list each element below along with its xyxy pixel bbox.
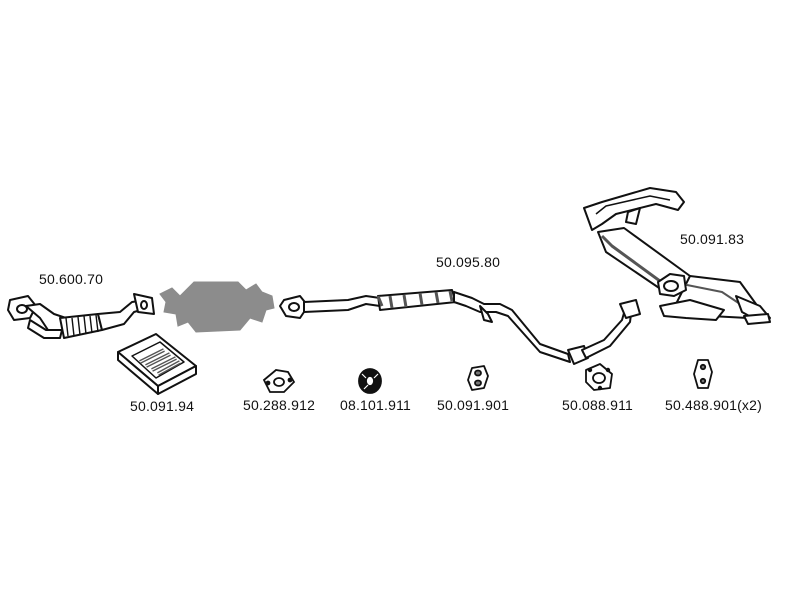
middle-silencer-part-number: 50.095.80 [436, 254, 501, 270]
front-pipe-part-number: 50.600.70 [39, 271, 104, 287]
hanger-rubber-part-number: 50.091.901 [437, 397, 510, 413]
rubber-mount-part-number: 08.101.911 [340, 397, 412, 413]
rear-silencer-part-number: 50.091.83 [680, 231, 745, 247]
flange-gasket-part-number: 50.088.911 [562, 397, 634, 413]
rubber-strap-part-number: 50.488.901(x2) [665, 397, 762, 413]
mounting-kit-part-number: 50.091.94 [130, 398, 195, 414]
gasket-part-number: 50.288.912 [243, 397, 316, 413]
